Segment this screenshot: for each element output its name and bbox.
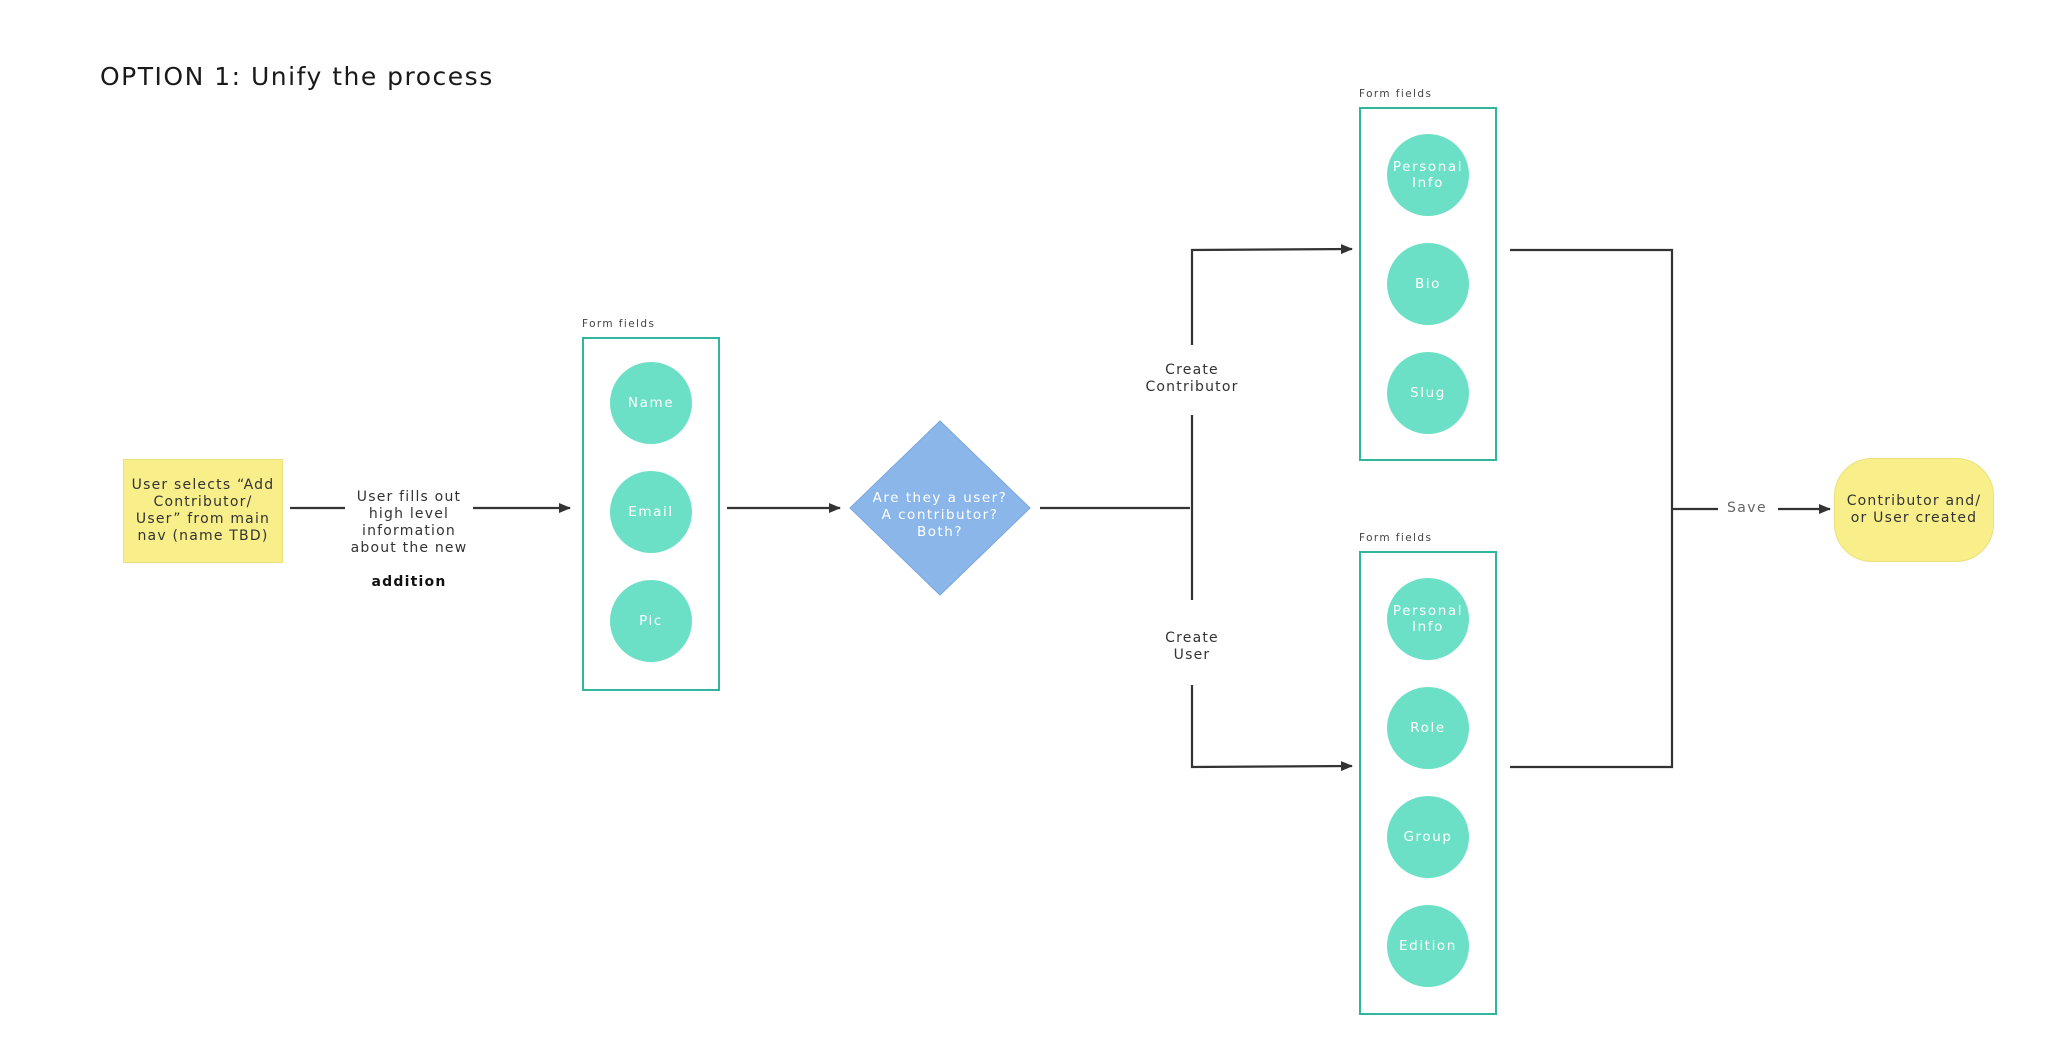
- field-edition: Edition: [1387, 905, 1469, 987]
- field-slug: Slug: [1387, 352, 1469, 434]
- page-title: OPTION 1: Unify the process: [100, 62, 494, 91]
- field-group: Group: [1387, 796, 1469, 878]
- form-group-contributor: [1359, 107, 1497, 461]
- decision-diamond: [849, 420, 1031, 596]
- field-pic: Pic: [610, 580, 692, 662]
- connector-to-user: [1190, 685, 1353, 772]
- form-group-user: [1359, 551, 1497, 1015]
- form-group-1: [582, 337, 720, 691]
- start-note: User selects “Add Contributor/ User” fro…: [123, 459, 283, 563]
- field-email: Email: [610, 471, 692, 553]
- fill-info-text-last: addition: [371, 574, 447, 590]
- fill-info-text: User fills out high level information ab…: [350, 489, 468, 556]
- fill-info-label: User fills out high level information ab…: [345, 472, 473, 591]
- branch-user-label: Create User: [1130, 630, 1254, 664]
- branch-contributor-label: Create Contributor: [1130, 362, 1254, 396]
- form-group-contributor-label: Form fields: [1359, 88, 1433, 100]
- field-bio: Bio: [1387, 243, 1469, 325]
- decision-text: Are they a user? A contributor? Both?: [872, 490, 1008, 540]
- field-name: Name: [610, 362, 692, 444]
- connector-to-contributor: [1190, 244, 1353, 345]
- field-personal-info-user: Personal Info: [1387, 578, 1469, 660]
- field-personal-info-contributor: Personal Info: [1387, 134, 1469, 216]
- form-group-1-label: Form fields: [582, 318, 656, 330]
- end-terminal: Contributor and/ or User created: [1834, 458, 1994, 562]
- save-label: Save: [1721, 500, 1773, 516]
- form-group-user-label: Form fields: [1359, 532, 1433, 544]
- field-role: Role: [1387, 687, 1469, 769]
